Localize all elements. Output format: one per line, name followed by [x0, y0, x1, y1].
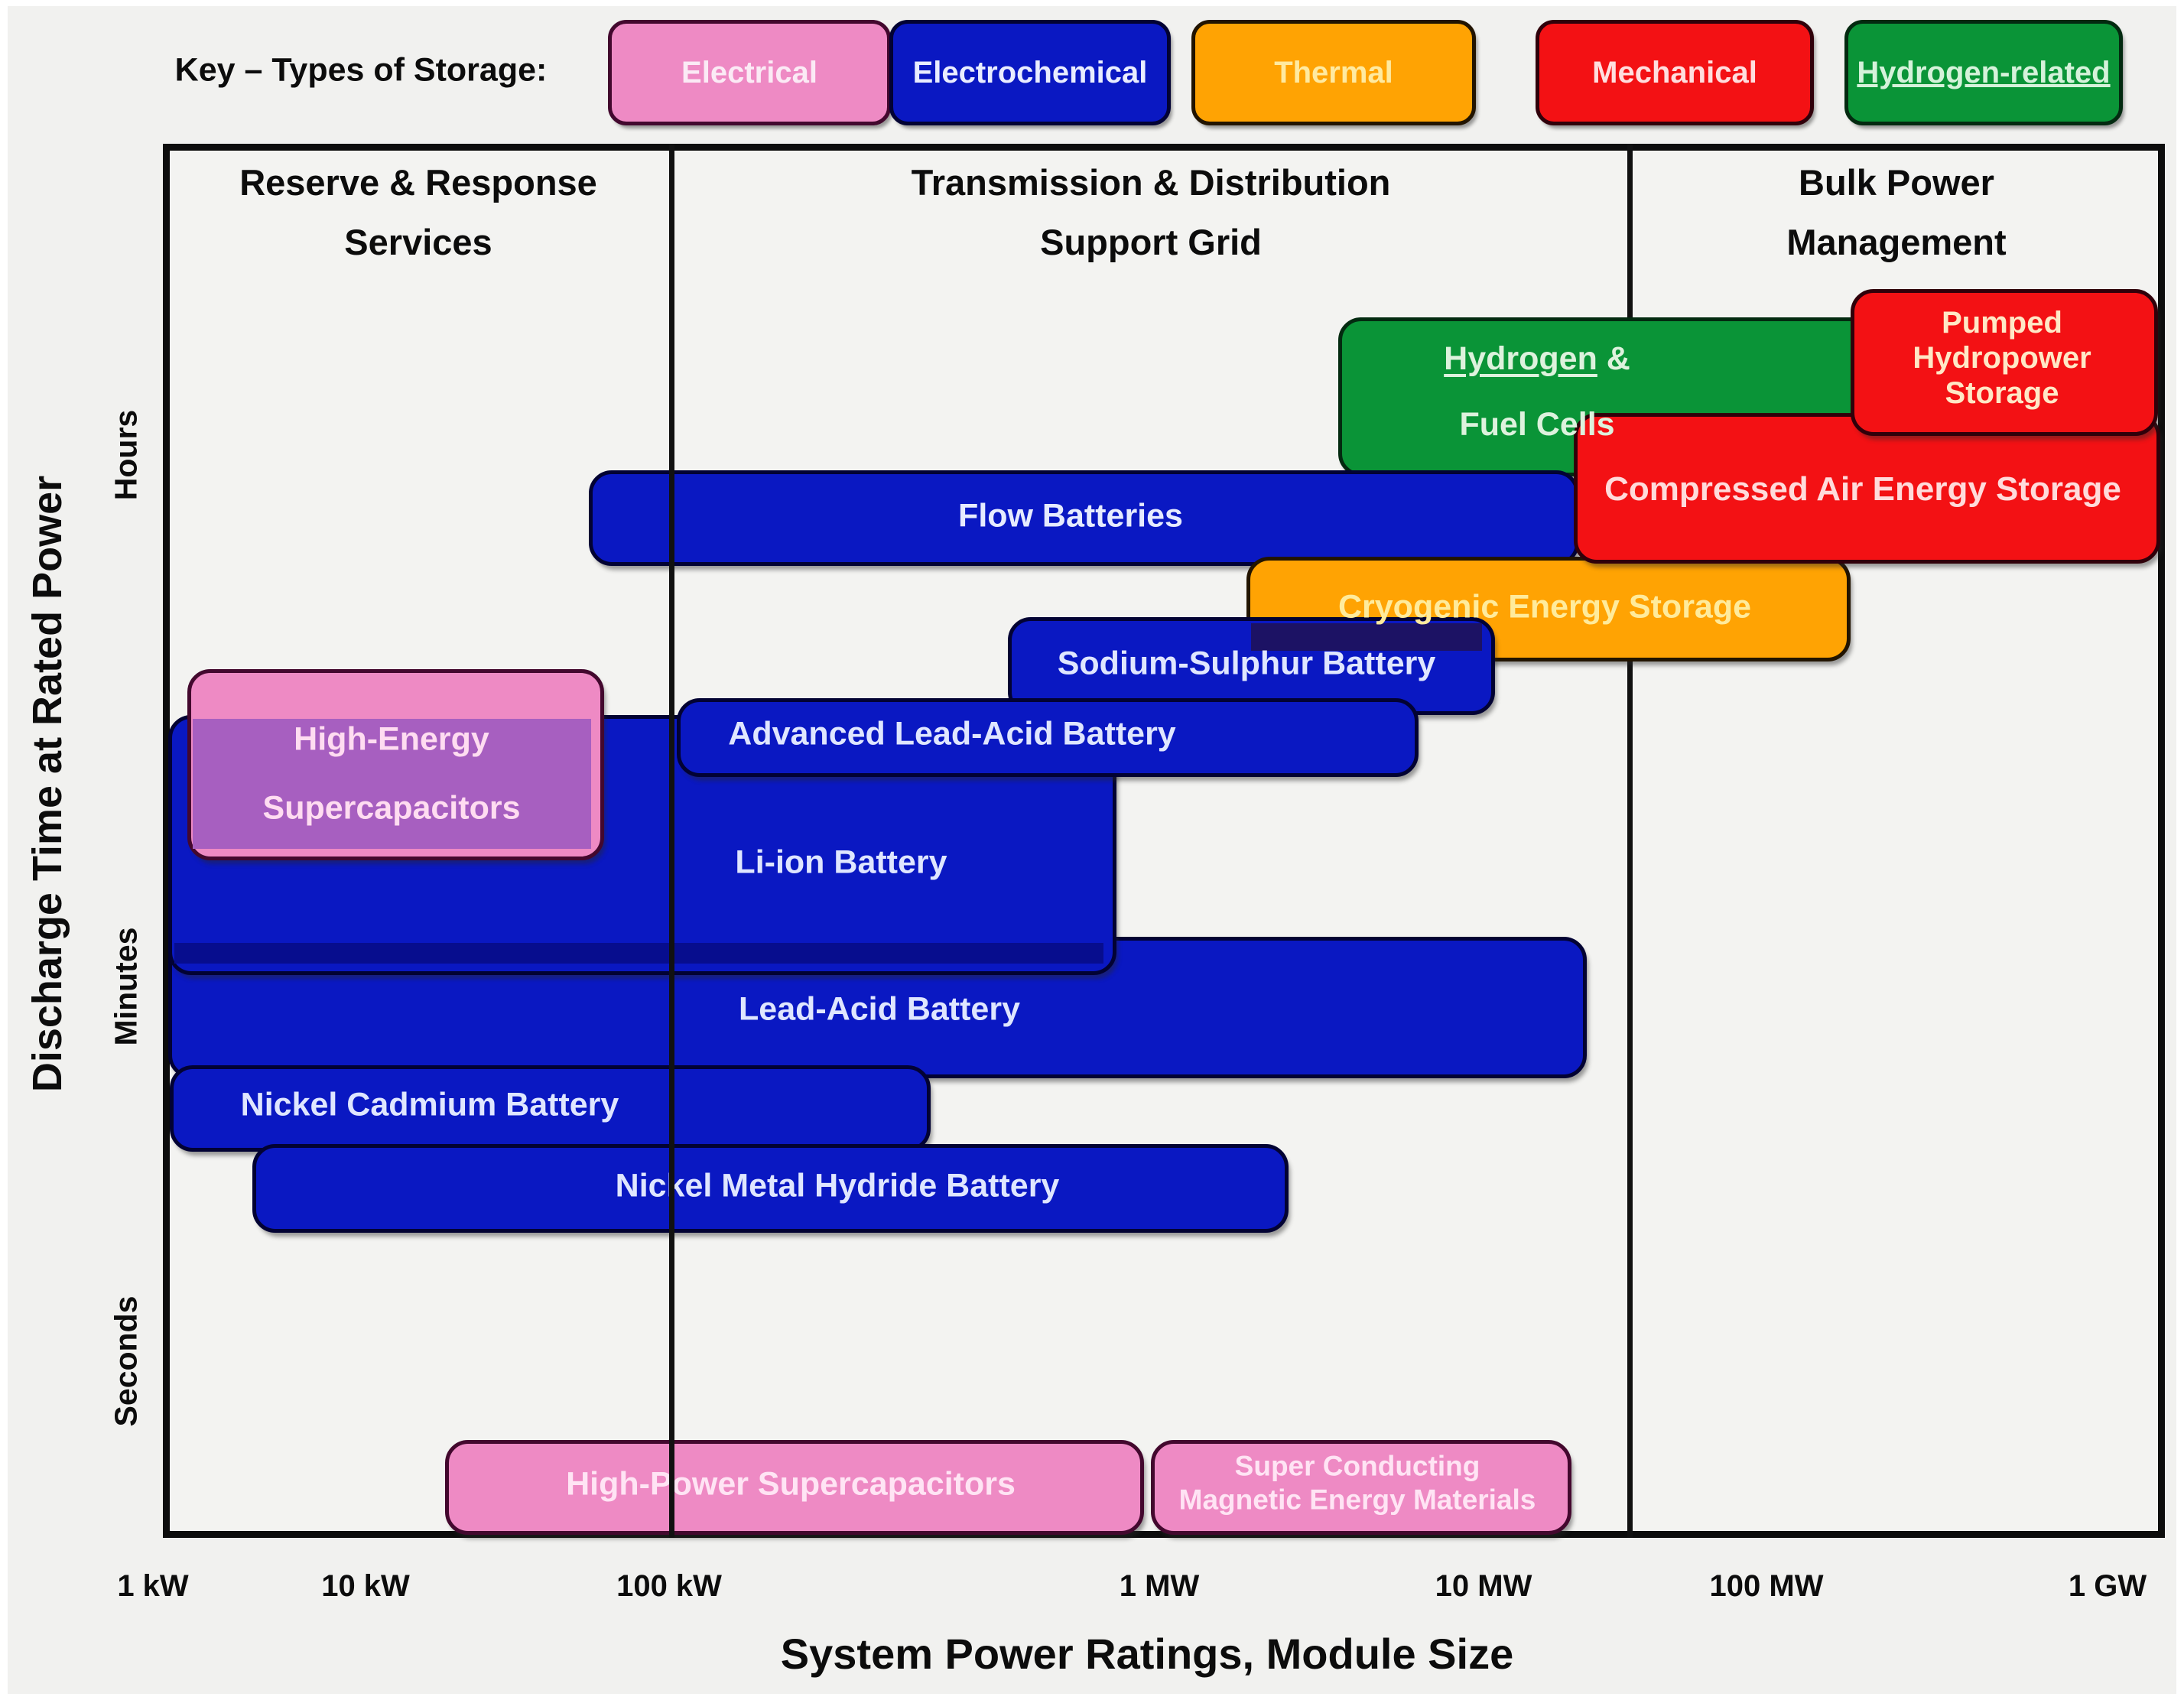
x-tick-1-mw: 1 MW: [1119, 1569, 1200, 1603]
y-tick-minutes: Minutes: [108, 927, 144, 1046]
tech-label-compressed-air: Compressed Air Energy Storage: [1604, 470, 2121, 508]
tech-label-hydrogen-fuel-cells: Hydrogen &Fuel Cells: [1444, 340, 1630, 443]
x-tick-1-kw: 1 kW: [117, 1569, 189, 1603]
x-tick-10-kw: 10 kW: [321, 1569, 410, 1603]
legend-label-electrical: Electrical: [681, 55, 817, 89]
legend-swatch-electrochemical: Electrochemical: [889, 20, 1171, 125]
y-tick-hours: Hours: [108, 409, 144, 501]
tech-label-sodium-sulphur: Sodium-Sulphur Battery: [1057, 645, 1436, 682]
tech-label-high-power-supercapacitors: High-Power Supercapacitors: [566, 1465, 1016, 1503]
legend-label-thermal: Thermal: [1274, 55, 1393, 89]
tech-label-nickel-cadmium: Nickel Cadmium Battery: [240, 1086, 619, 1123]
legend-swatch-electrical: Electrical: [608, 20, 891, 125]
y-axis-title: Discharge Time at Rated Power: [24, 475, 70, 1093]
overlap-region-1: [193, 719, 591, 849]
legend-swatch-mechanical: Mechanical: [1536, 20, 1814, 125]
x-tick-1-gw: 1 GW: [2068, 1569, 2147, 1603]
region-divider-2: [1627, 144, 1633, 1538]
tech-box-compressed-air: [1574, 413, 2160, 564]
legend-label-hydrogen: Hydrogen-related: [1857, 55, 2111, 89]
tech-box-nickel-metal-hydride: [252, 1144, 1289, 1233]
overlap-region-2: [174, 943, 1103, 964]
x-tick-10-mw: 10 MW: [1435, 1569, 1532, 1603]
tech-box-pumped-hydro: [1851, 289, 2158, 436]
tech-box-flow-batteries: [589, 470, 1579, 566]
tech-label-lead-acid: Lead-Acid Battery: [739, 990, 1020, 1028]
tech-label-flow-batteries: Flow Batteries: [958, 497, 1183, 535]
tech-box-advanced-lead-acid: [677, 698, 1419, 777]
x-tick-100-mw: 100 MW: [1709, 1569, 1824, 1603]
tech-label-cryogenic: Cryogenic Energy Storage: [1337, 588, 1752, 626]
x-axis-title: System Power Ratings, Module Size: [780, 1630, 1514, 1678]
tech-label-nickel-metal-hydride: Nickel Metal Hydride Battery: [615, 1167, 1060, 1204]
legend-title: Key – Types of Storage:: [174, 51, 548, 89]
x-tick-100-kw: 100 kW: [616, 1569, 722, 1603]
tech-label-advanced-lead-acid: Advanced Lead-Acid Battery: [728, 715, 1176, 752]
region-divider-1: [669, 144, 674, 1538]
tech-box-high-power-supercapacitors: [445, 1440, 1144, 1535]
tech-label-li-ion: Li-ion Battery: [735, 843, 947, 881]
legend-label-mechanical: Mechanical: [1592, 55, 1757, 89]
legend-label-electrochemical: Electrochemical: [912, 55, 1148, 89]
legend-swatch-thermal: Thermal: [1191, 20, 1476, 125]
overlap-region-3: [1251, 623, 1482, 651]
tech-box-smes: [1151, 1440, 1571, 1535]
y-tick-seconds: Seconds: [108, 1295, 144, 1427]
legend-swatch-hydrogen: Hydrogen-related: [1844, 20, 2123, 125]
